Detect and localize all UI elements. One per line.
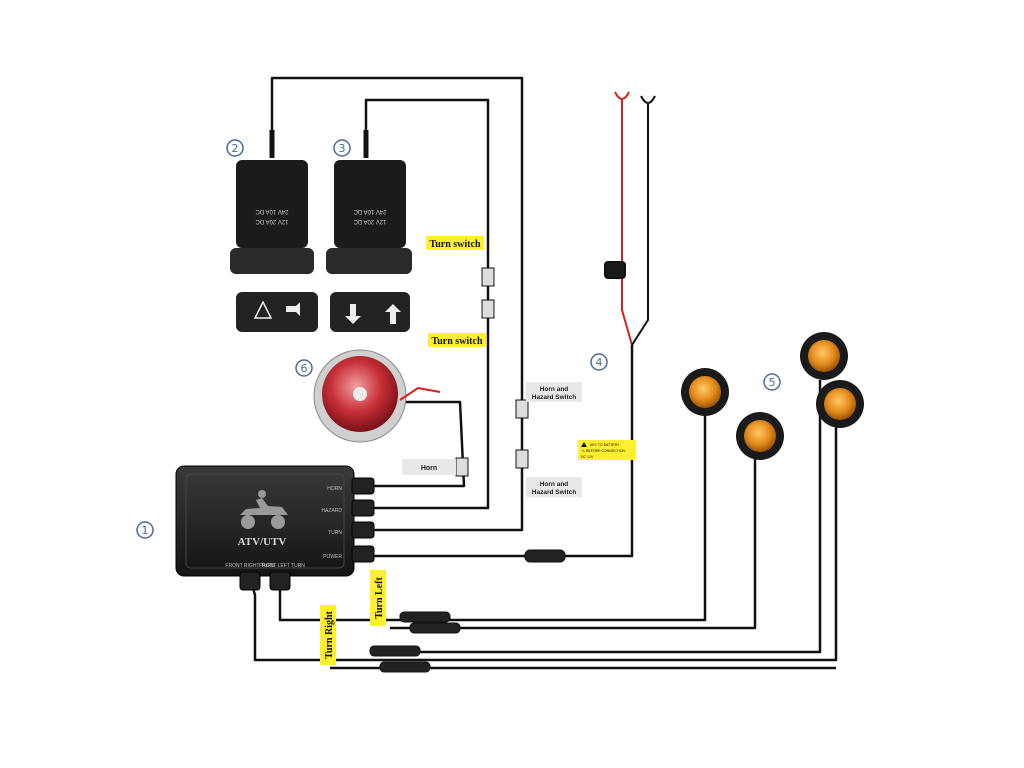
arrow-down-icon	[345, 304, 361, 324]
connector	[524, 549, 566, 563]
warning-line-2: +/- BEFORE CONNECTION	[581, 449, 626, 453]
wire-front-left-turn	[278, 415, 707, 622]
horn	[313, 349, 441, 443]
callout-numbers: 1 2 3 4 5 6	[136, 139, 781, 539]
black-lead	[631, 110, 649, 346]
port-front-right	[239, 571, 261, 591]
fork-terminal-red	[614, 91, 630, 112]
controller-box: ATV/UTV HORN HAZARD TURN POWER FRONT RIG…	[175, 465, 375, 591]
hazard-switch-face	[236, 292, 318, 332]
arrow-up-icon	[385, 304, 401, 324]
marker-light	[681, 368, 729, 416]
marker-light	[800, 332, 848, 380]
connector	[515, 449, 529, 469]
connector	[455, 457, 469, 477]
horn-icon	[286, 302, 300, 316]
marker-light	[736, 412, 784, 460]
port-label-horn: HORN	[327, 486, 342, 492]
turn-switch-rating-1: 24V 10A DC	[353, 208, 387, 214]
red-lead	[621, 110, 633, 346]
atv-logo-icon	[240, 490, 288, 529]
warning-line-1: KEY TO BATTERY	[590, 443, 620, 447]
port-power	[351, 545, 375, 563]
label-horn-hazard-upper-1: Horn and	[540, 386, 569, 393]
connector	[369, 645, 421, 657]
hazard-switch-rating-1: 24V 10A DC	[255, 208, 289, 214]
output-label-right: FRONT RIGHT TURN	[225, 563, 275, 569]
connector	[379, 661, 431, 673]
svg-text:4: 4	[596, 356, 603, 369]
controller-ports	[239, 477, 375, 591]
svg-text:1: 1	[142, 524, 149, 537]
connector	[409, 622, 461, 634]
turn-switch-rating-2: 12V 20A DC	[353, 218, 387, 224]
connector	[399, 611, 451, 623]
hazard-switch: 24V 10A DC 12V 20A DC	[230, 130, 318, 332]
connector	[481, 299, 495, 319]
port-label-hazard: HAZARD	[321, 508, 342, 514]
yellow-label-turn-switch-lower: Turn switch	[428, 333, 486, 347]
port-horn	[351, 477, 375, 495]
hazard-triangle-icon	[253, 300, 273, 319]
turn-switch: 24V 10A DC 12V 20A DC	[326, 130, 412, 332]
grey-label-horn: Horn	[402, 459, 456, 475]
hazard-switch-rating-2: 12V 20A DC	[255, 218, 289, 224]
wire-left-lamp-b	[390, 455, 757, 630]
grey-label-horn-hazard-upper: Horn and Hazard Switch	[526, 382, 582, 402]
power-leads	[604, 91, 656, 346]
yellow-label-warning: KEY TO BATTERY +/- BEFORE CONNECTION DC …	[578, 440, 636, 460]
label-turn-switch-upper: Turn switch	[429, 239, 480, 250]
callout-1: 1	[136, 521, 154, 539]
wire-horn	[372, 400, 466, 488]
wire-turn-switch	[364, 98, 490, 510]
port-label-power: POWER	[323, 554, 342, 560]
svg-text:2: 2	[232, 142, 239, 155]
port-hazard	[351, 499, 375, 517]
controller-brand: ATV/UTV	[238, 536, 287, 548]
callout-6: 6	[295, 359, 313, 377]
marker-light	[816, 380, 864, 428]
callout-5: 5	[763, 373, 781, 391]
fuse-holder	[604, 261, 626, 279]
controller-body	[175, 465, 355, 577]
grey-label-horn-hazard-lower: Horn and Hazard Switch	[526, 477, 582, 497]
wire-power	[372, 345, 634, 558]
callout-4: 4	[590, 353, 608, 371]
wire-right-lamp-b	[380, 380, 822, 654]
label-horn-hazard-upper-2: Hazard Switch	[532, 394, 576, 401]
fork-terminal-black	[640, 95, 656, 116]
label-turn-left: Turn Left	[374, 577, 385, 619]
connector	[515, 399, 529, 419]
label-turn-right: Turn Right	[324, 610, 335, 658]
warning-line-3: DC 12V	[581, 455, 594, 459]
marker-lights	[681, 332, 864, 460]
port-label-turn: TURN	[328, 530, 342, 536]
label-turn-switch-lower: Turn switch	[431, 336, 482, 347]
connector	[481, 267, 495, 287]
svg-text:6: 6	[301, 362, 308, 375]
label-horn-hazard-lower-1: Horn and	[540, 481, 569, 488]
yellow-label-turn-switch-upper: Turn switch	[426, 236, 484, 250]
yellow-label-turn-left: Turn Left	[370, 570, 386, 626]
callout-3: 3	[333, 139, 351, 157]
port-front-left	[269, 571, 291, 591]
callout-2: 2	[226, 139, 244, 157]
port-turn	[351, 521, 375, 539]
svg-text:3: 3	[339, 142, 346, 155]
wire-hazard-switch	[270, 76, 524, 532]
output-label-left: FRONT LEFT TURN	[259, 563, 305, 569]
yellow-label-turn-right: Turn Right	[320, 605, 336, 665]
warning-triangle-icon	[581, 442, 587, 447]
svg-text:5: 5	[769, 376, 776, 389]
label-horn-hazard-lower-2: Hazard Switch	[532, 489, 576, 496]
label-horn: Horn	[421, 465, 437, 472]
